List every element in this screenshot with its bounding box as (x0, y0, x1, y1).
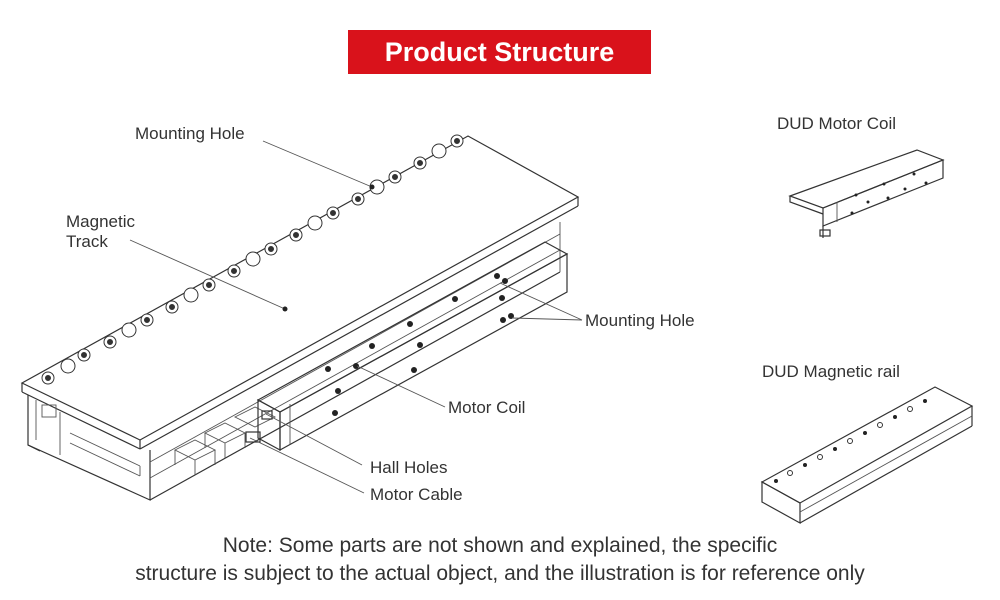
mounting-holes-row (41, 134, 464, 385)
motor-coil-block (245, 241, 569, 452)
label-hall-holes: Hall Holes (370, 458, 448, 477)
dud-motor-coil-illustration (788, 149, 945, 238)
dud-magnetic-rail-illustration (760, 386, 974, 525)
note-line-2: structure is subject to the actual objec… (135, 562, 865, 585)
note-line-1: Note: Some parts are not shown and expla… (222, 534, 778, 557)
label-motor-coil: Motor Coil (448, 398, 526, 417)
label-mounting-hole-right: Mounting Hole (585, 311, 695, 330)
label-dud-magnetic-rail: DUD Magnetic rail (762, 362, 900, 381)
label-magnetic-track: Magnetic Track (66, 212, 135, 251)
label-motor-cable: Motor Cable (370, 485, 463, 504)
magnetic-track-plate (20, 135, 580, 501)
section-title: Product Structure (348, 30, 651, 74)
leader-lines (129, 140, 583, 494)
label-mounting-hole-top: Mounting Hole (135, 124, 245, 143)
label-dud-motor-coil: DUD Motor Coil (777, 114, 897, 133)
